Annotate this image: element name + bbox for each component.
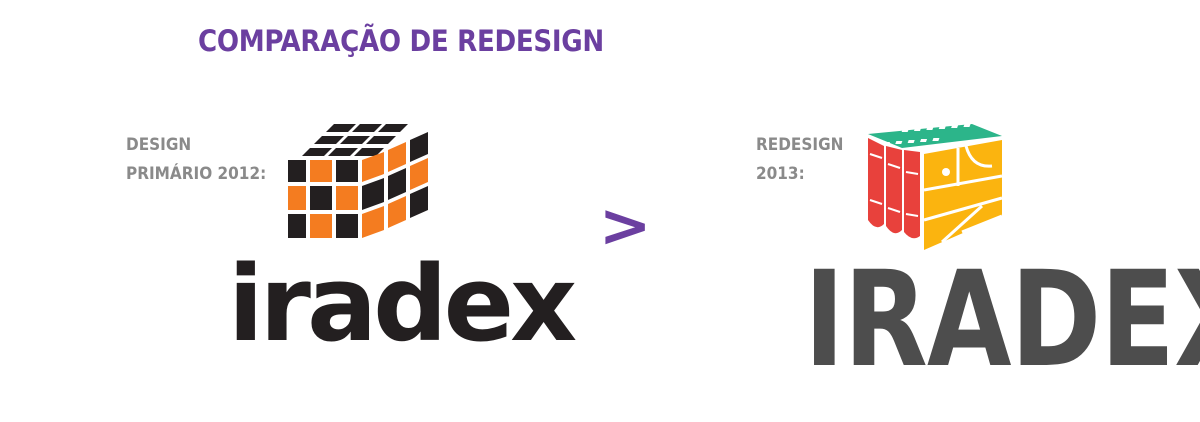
new-design-caption-line1: REDESIGN xyxy=(756,135,844,155)
old-cube-front-face xyxy=(288,160,358,238)
old-cube-right-face xyxy=(362,132,428,238)
page-title: COMPARAÇÃO DE REDESIGN xyxy=(198,24,604,58)
field-right-face xyxy=(923,140,1003,250)
old-design-caption-line2: PRIMÁRIO 2012: xyxy=(126,164,267,184)
old-cube-top-face xyxy=(302,124,408,156)
old-wordmark: iradex xyxy=(228,243,577,365)
old-design-caption-line1: DESIGN xyxy=(126,135,192,155)
old-cube-logo-icon xyxy=(288,124,428,238)
books-left-face xyxy=(868,138,920,239)
greater-than-symbol: > xyxy=(598,191,652,261)
old-design-caption: DESIGN PRIMÁRIO 2012: xyxy=(126,131,266,189)
new-design-caption-line2: 2013: xyxy=(756,164,805,184)
new-wordmark: IRADEX xyxy=(804,243,1200,397)
new-cube-logo-icon xyxy=(868,124,1003,250)
new-design-caption: REDESIGN 2013: xyxy=(756,131,843,189)
